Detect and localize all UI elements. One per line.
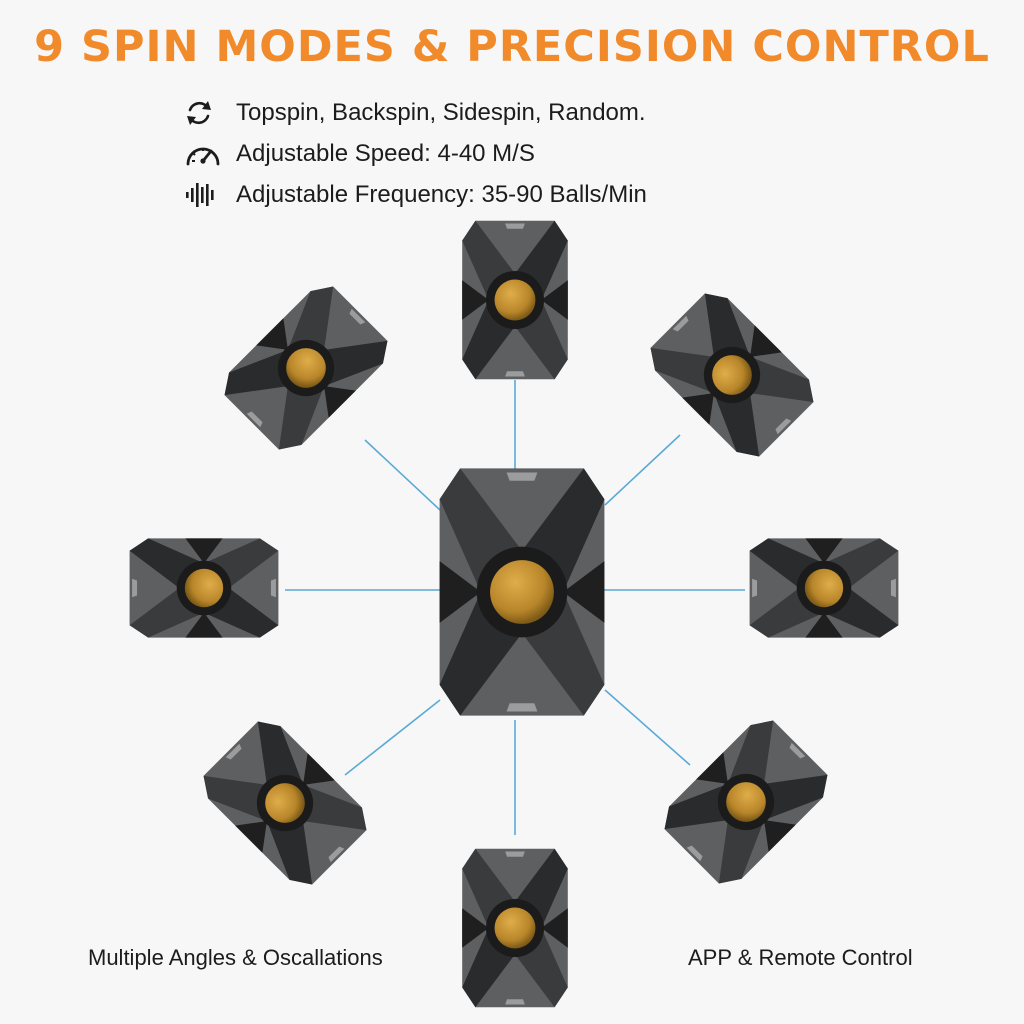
connector-lines	[285, 380, 745, 835]
connector-line	[604, 689, 691, 766]
feature-text: Adjustable Speed: 4-40 M/S	[236, 139, 535, 167]
feature-item-frequency: Adjustable Frequency: 35-90 Balls/Min	[184, 174, 647, 215]
launcher-head-right	[749, 538, 899, 638]
launcher-head-center	[439, 468, 605, 716]
connector-line	[344, 699, 441, 776]
feature-text: Topspin, Backspin, Sidespin, Random.	[236, 98, 646, 126]
caption-app-remote: APP & Remote Control	[688, 945, 913, 970]
launcher-head-top-left	[215, 277, 397, 459]
connector-line	[604, 434, 681, 506]
speedometer-icon	[184, 139, 222, 169]
launcher-head-bottom-right	[655, 711, 837, 893]
feature-text: Adjustable Frequency: 35-90 Balls/Min	[236, 180, 647, 208]
feature-item-spin: Topspin, Backspin, Sidespin, Random.	[184, 92, 647, 133]
feature-item-speed: Adjustable Speed: 4-40 M/S	[184, 133, 647, 174]
sound-wave-icon	[184, 180, 222, 210]
launcher-head-bottom	[462, 848, 568, 1008]
caption-angles: Multiple Angles & Oscallations	[88, 945, 383, 970]
connector-line	[364, 439, 441, 511]
feature-list: Topspin, Backspin, Sidespin, Random. Adj…	[184, 92, 647, 215]
launcher-head-top-right	[641, 284, 823, 466]
launcher-head-bottom-left	[194, 712, 376, 894]
launcher-head-left	[129, 538, 279, 638]
page-title: 9 SPIN MODES & PRECISION CONTROL	[34, 22, 990, 72]
rotate-arrows-icon	[184, 98, 222, 128]
launcher-head-top	[462, 220, 568, 380]
